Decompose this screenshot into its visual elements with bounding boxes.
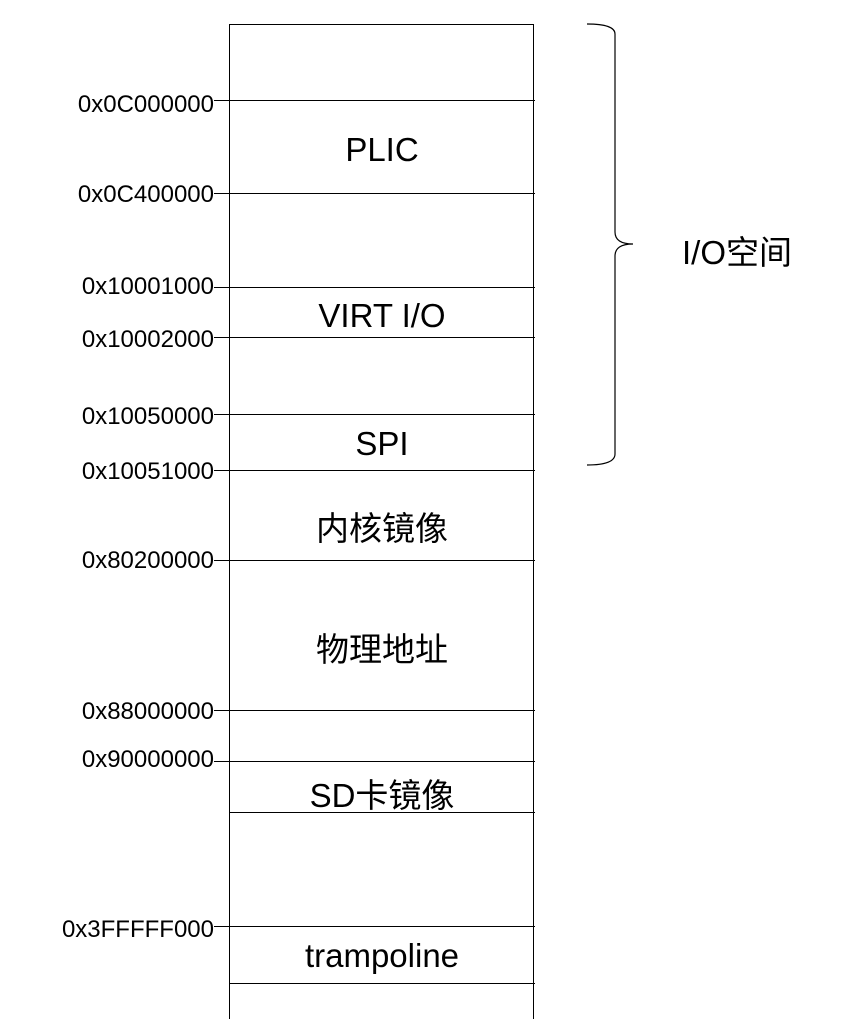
- boundary-line: [229, 470, 535, 471]
- address-label: 0x10001000: [81, 273, 214, 300]
- address-tick: [214, 287, 230, 288]
- region-physical-address: 物理地址: [316, 631, 448, 668]
- address-tick: [214, 193, 230, 194]
- memory-column: [229, 24, 534, 1019]
- address-label: 0x10002000: [81, 326, 214, 353]
- boundary-line: [229, 100, 535, 101]
- region-sdcard-image: SD卡镜像: [309, 777, 455, 814]
- boundary-line: [229, 926, 535, 927]
- boundary-line: [229, 812, 535, 813]
- io-space-label: I/O空间: [682, 234, 793, 271]
- address-tick: [214, 470, 230, 471]
- boundary-line: [229, 761, 535, 762]
- region-plic: PLIC: [345, 131, 419, 168]
- boundary-line: [229, 337, 535, 338]
- address-label: 0x90000000: [81, 746, 214, 773]
- address-label: 0x0C000000: [77, 91, 214, 118]
- region-virtio: VIRT I/O: [318, 297, 446, 334]
- io-space-brace: [586, 23, 634, 466]
- boundary-line: [229, 983, 535, 984]
- address-tick: [214, 560, 230, 561]
- boundary-line: [229, 193, 535, 194]
- address-tick: [214, 100, 230, 101]
- address-tick: [214, 926, 230, 927]
- boundary-line: [229, 414, 535, 415]
- address-tick: [214, 337, 230, 338]
- address-label: 0x0C400000: [77, 181, 214, 208]
- boundary-line: [229, 710, 535, 711]
- address-tick: [214, 710, 230, 711]
- boundary-line: [229, 560, 535, 561]
- address-label: 0x10050000: [81, 403, 214, 430]
- address-tick: [214, 414, 230, 415]
- region-kernel-image: 内核镜像: [316, 510, 448, 547]
- boundary-line: [229, 287, 535, 288]
- region-spi: SPI: [355, 425, 409, 462]
- address-label: 0x10051000: [81, 458, 214, 485]
- address-label: 0x3FFFFF000: [61, 916, 214, 943]
- address-label: 0x88000000: [81, 698, 214, 725]
- region-trampoline: trampoline: [304, 937, 460, 974]
- address-label: 0x80200000: [81, 547, 214, 574]
- address-tick: [214, 761, 230, 762]
